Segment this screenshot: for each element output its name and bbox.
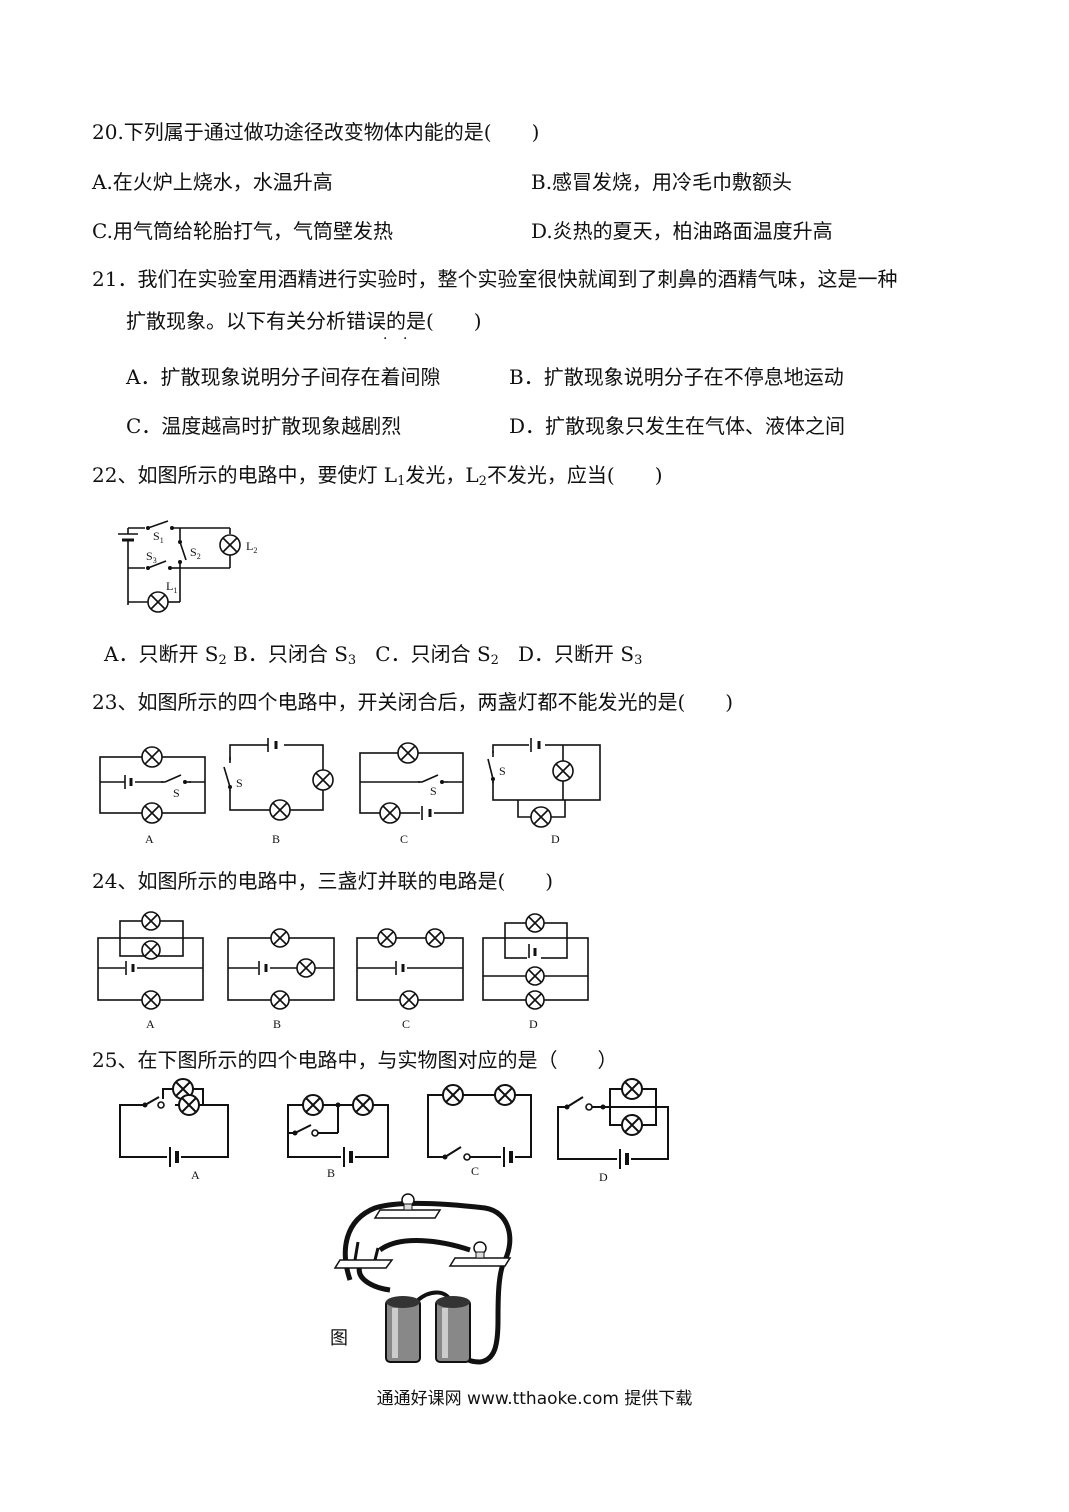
label-s1: S1 [153,529,164,545]
label-l2: L2 [246,539,257,555]
svg-text:D: D [599,1170,608,1184]
svg-text:B: B [273,1017,281,1031]
q25-circuit-d: D [557,1078,669,1184]
label-s2: S2 [190,545,201,561]
q20-option-a: A.在火炉上烧水，水温升高 [92,170,333,194]
q25-circuit-diagrams: A B C D [119,1078,669,1184]
svg-text:S: S [430,784,437,798]
q24-circuit-a: A [97,911,204,1031]
svg-text:A: A [146,1017,155,1031]
q20-option-c: C.用气筒给轮胎打气，气筒壁发热 [92,219,393,243]
q24-circuit-c: C [356,928,464,1031]
q23-circuit-diagrams: S A S B S C [99,737,601,846]
q25-circuit-a: A [119,1078,229,1182]
q25-circuit-b: B [287,1094,389,1180]
label-s3: S3 [146,549,157,565]
q21-option-c: C．温度越高时扩散现象越剧烈 [126,414,402,438]
q21-option-a: A．扩散现象说明分子间存在着间隙 [126,365,441,389]
svg-text:S: S [499,764,506,778]
q20-option-d: D.炎热的夏天，柏油路面温度升高 [531,219,833,243]
svg-text:D: D [551,832,560,846]
q20-option-b: B.感冒发烧，用冷毛巾敷额头 [531,170,793,194]
svg-text:S: S [173,786,180,800]
svg-text:B: B [272,832,280,846]
svg-text:S: S [236,776,243,790]
svg-text:C: C [400,832,408,846]
q21-stem-line1: 21．我们在实验室用酒精进行实验时，整个实验室很快就闻到了刺鼻的酒精气味，这是一… [92,267,898,291]
emphasis-dot: · [403,331,408,347]
q23-stem: 23、如图所示的四个电路中，开关闭合后，两盏灯都不能发光的是( ) [92,690,734,714]
q21-option-b: B．扩散现象说明分子在不停息地运动 [509,365,844,389]
l1-lamp [150,594,166,610]
l2-lamp [222,537,238,553]
s3-switch-blade [147,560,167,569]
svg-text:D: D [529,1017,538,1031]
svg-text:A: A [191,1168,200,1182]
physical-circuit-photo [333,1193,513,1365]
q21-option-d: D．扩散现象只发生在气体、液体之间 [509,414,846,438]
photo-caption: 图 [330,1328,348,1349]
q22-options: A．只断开 S2 B．只闭合 S3 C．只闭合 S2 D．只断开 S3 [104,642,643,668]
svg-text:C: C [471,1164,479,1178]
q21-stem-line2: 扩散现象。以下有关分析错误的是( ) [126,309,482,333]
q22-stem: 22、如图所示的电路中，要使灯 L1发光，L2不发光，应当( ) [92,463,663,489]
emphasis-dot: · [383,331,388,347]
q25-circuit-c: C [427,1084,532,1178]
q25-stem: 25、在下图所示的四个电路中，与实物图对应的是（ ） [92,1048,618,1072]
footer-source: 通通好课网 www.tthaoke.com 提供下载 [376,1389,693,1409]
label-l1: L1 [166,579,177,595]
q20-stem: 20.下列属于通过做功途径改变物体内能的是( ) [92,120,540,144]
q23-circuit-a: S A [99,746,206,846]
q24-circuit-d: D [482,913,589,1031]
q24-circuit-diagrams: A B C D [97,911,589,1031]
s1-switch-blade [147,520,169,529]
s2-switch-blade [179,541,187,561]
q24-circuit-b: B [227,928,335,1031]
q24-stem: 24、如图所示的电路中，三盏灯并联的电路是( ) [92,869,554,893]
q23-circuit-d: S D [487,737,601,846]
q22-circuit-diagram: S1 S3 S2 L2 L1 [118,520,257,613]
svg-text:C: C [402,1017,410,1031]
q23-circuit-c: S C [359,742,464,846]
svg-text:B: B [327,1166,335,1180]
q23-circuit-b: S B [223,737,334,846]
svg-text:A: A [145,832,154,846]
